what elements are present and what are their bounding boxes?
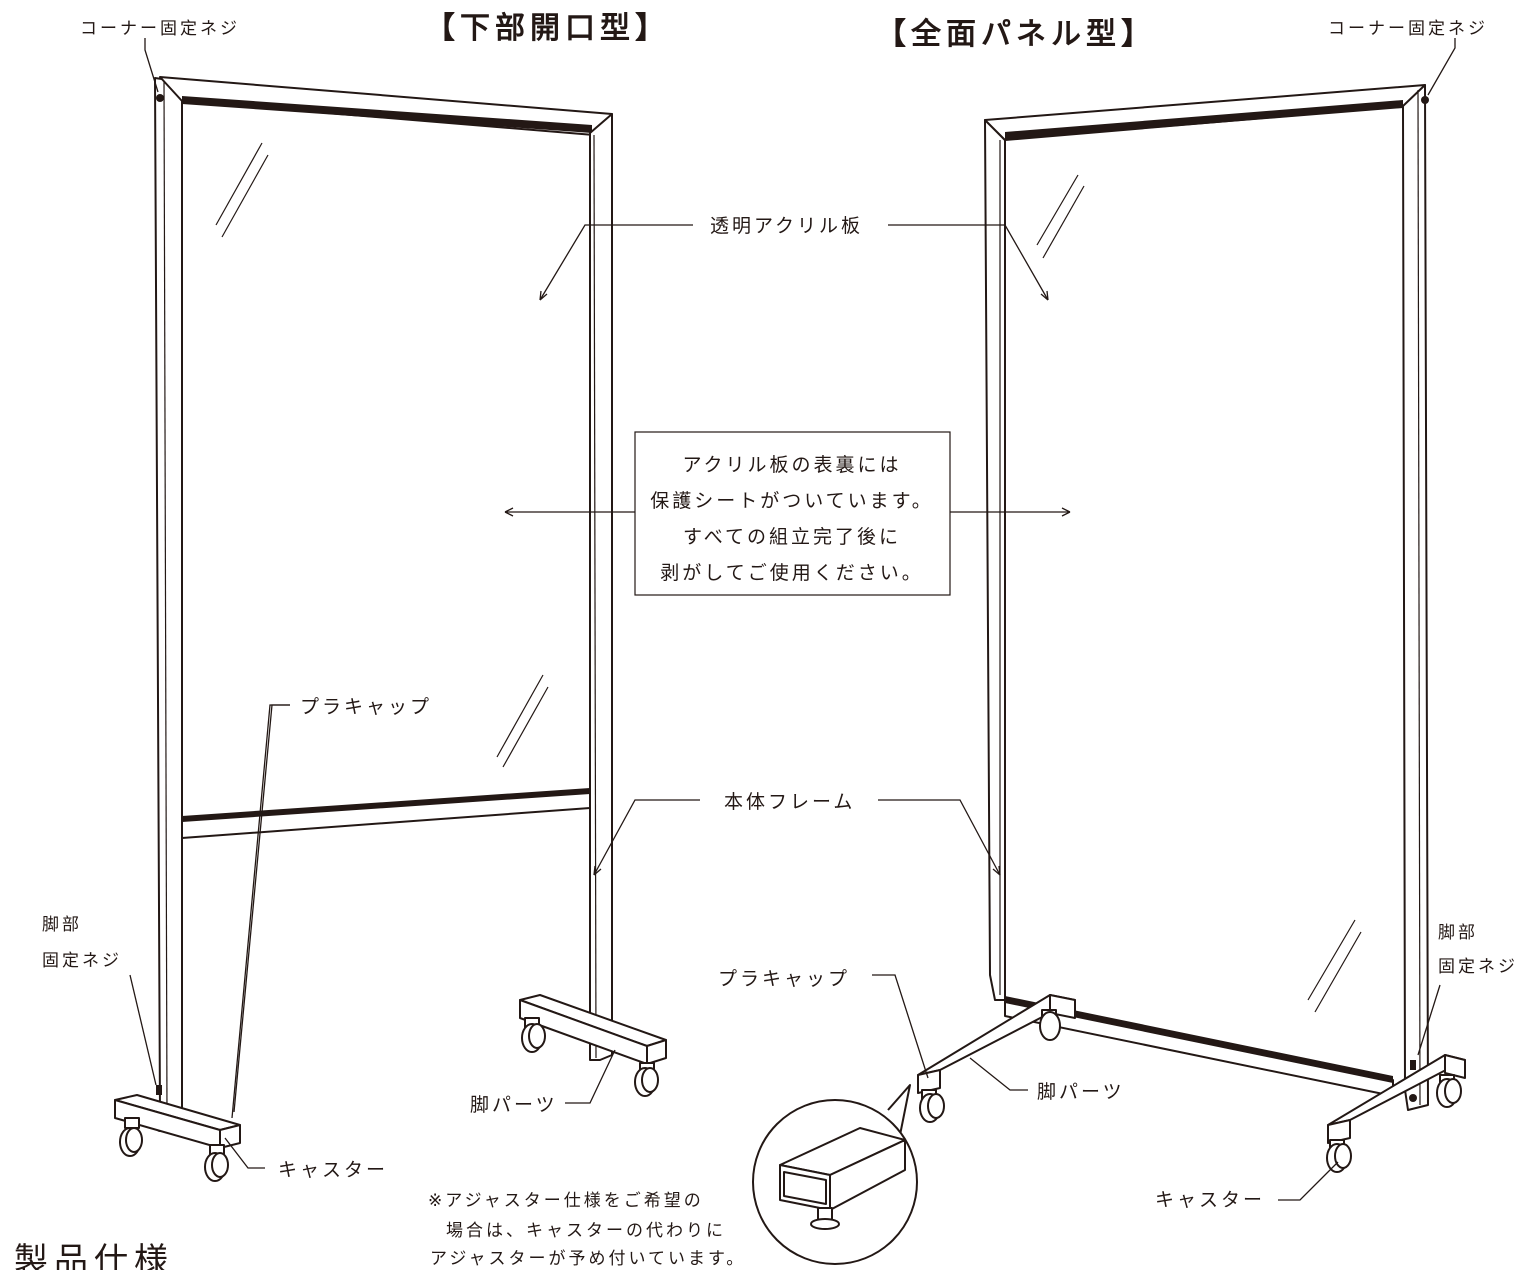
caster-icon xyxy=(1039,1009,1061,1041)
caster-icon xyxy=(1326,1139,1352,1173)
notice-line-4: 剥がしてご使用ください。 xyxy=(660,562,923,584)
caster-icon xyxy=(119,1117,143,1157)
label-leg-screw-left-line1: 脚部 xyxy=(42,915,82,935)
label-leg-parts-left: 脚パーツ xyxy=(470,1094,558,1116)
left-panel-illustration xyxy=(114,76,667,1182)
label-corner-screw-right: コーナー固定ネジ xyxy=(1328,19,1488,39)
label-leg-screw-right-line2: 固定ネジ xyxy=(1438,957,1518,977)
left-panel-left-post xyxy=(154,77,183,1116)
notice-line-1: アクリル板の表裏には xyxy=(682,454,901,476)
product-spec-heading: 製品仕様 xyxy=(14,1241,174,1270)
right-panel-right-post xyxy=(1402,84,1429,1111)
caster-icon xyxy=(204,1144,229,1182)
notice-line-3: すべての組立完了後に xyxy=(683,526,901,548)
right-panel-illustration xyxy=(917,84,1466,1173)
label-caster-right: キャスター xyxy=(1155,1189,1265,1211)
label-plastic-cap-left: プラキャップ xyxy=(300,696,432,718)
title-bottom-open-type: 【下部開口型】 xyxy=(425,11,670,46)
label-plastic-cap-right: プラキャップ xyxy=(718,968,850,990)
label-leg-screw-left-line2: 固定ネジ xyxy=(42,951,122,971)
adjuster-detail-callout xyxy=(752,1084,918,1265)
caster-icon xyxy=(1436,1074,1462,1108)
protective-sheet-notice: アクリル板の表裏には 保護シートがついています。 すべての組立完了後に 剥がして… xyxy=(634,431,951,596)
label-corner-screw-left: コーナー固定ネジ xyxy=(80,19,240,39)
leader-lines xyxy=(129,38,1456,1201)
left-panel-right-post xyxy=(589,113,613,1061)
caster-icon xyxy=(521,1017,546,1053)
adjuster-note: ※アジャスター仕様をご希望の 場合は、キャスターの代わりに アジャスターが予め付… xyxy=(428,1191,746,1269)
label-leg-screw-right-line1: 脚部 xyxy=(1438,923,1478,943)
title-full-panel-type: 【全面パネル型】 xyxy=(876,17,1156,52)
adjuster-note-line-1: ※アジャスター仕様をご希望の xyxy=(428,1191,704,1211)
caster-icon xyxy=(919,1089,945,1123)
label-acrylic: 透明アクリル板 xyxy=(710,215,863,237)
label-caster-left: キャスター xyxy=(278,1159,388,1181)
caster-icon xyxy=(634,1062,659,1097)
right-panel-left-post xyxy=(984,119,1006,1001)
label-frame: 本体フレーム xyxy=(724,791,855,813)
adjuster-note-line-2: 場合は、キャスターの代わりに xyxy=(446,1221,726,1241)
notice-line-2: 保護シートがついています。 xyxy=(650,490,934,512)
adjuster-note-line-3: アジャスターが予め付いています。 xyxy=(430,1249,746,1269)
label-leg-parts-right: 脚パーツ xyxy=(1037,1081,1125,1103)
